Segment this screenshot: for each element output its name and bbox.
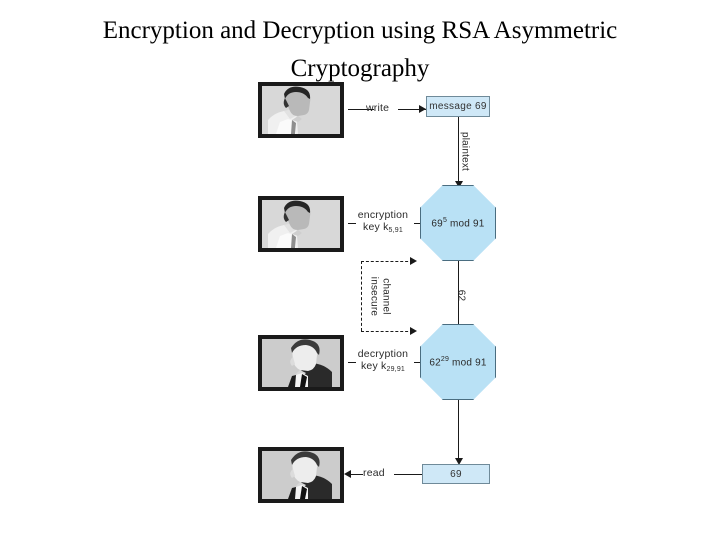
insecure-channel-top-line <box>361 261 413 262</box>
line-result-to-read <box>394 474 422 475</box>
receiver-portrait-decrypt <box>258 335 344 391</box>
person-facing-left-icon <box>262 451 340 499</box>
sender-portrait-write <box>258 82 344 138</box>
person-facing-left-icon <box>262 339 340 387</box>
page-title-line-2: Cryptography <box>290 55 430 82</box>
encryption-octagon: 695 mod 91 <box>420 185 496 261</box>
decryption-key-subscript: 29,91 <box>386 366 406 373</box>
arrowhead-to-message <box>419 105 426 113</box>
line-sender-to-enc-key <box>348 223 356 224</box>
arrowhead-channel-bottom <box>410 327 417 335</box>
decryption-key-label: decryption key k29,91 <box>352 348 414 374</box>
write-label: write <box>366 102 390 114</box>
plaintext-label: plaintext <box>459 131 471 172</box>
receiver-portrait-read <box>258 447 344 503</box>
page-title-line-1: Encryption and Decryption using RSA Asym… <box>102 17 618 44</box>
encryption-expression: 695 mod 91 <box>431 216 485 230</box>
message-box: message 69 <box>426 96 490 117</box>
person-facing-right-icon <box>262 200 340 248</box>
encryption-key-line-2: key k5,91 <box>363 221 403 234</box>
person-facing-right-icon <box>262 86 340 134</box>
line-receiver-to-dec-key <box>348 362 356 363</box>
encryption-key-line-1: encryption <box>357 209 409 221</box>
arrowhead-to-encryption <box>455 181 463 188</box>
insecure-channel-bracket <box>361 261 362 331</box>
result-box: 69 <box>422 464 490 484</box>
decryption-octagon: 6229 mod 91 <box>420 324 496 400</box>
page-title: Encryption and Decryption using RSA Asym… <box>0 12 720 82</box>
channel-label: channel <box>380 278 392 315</box>
line-read-to-receiver <box>351 474 363 475</box>
encryption-key-label: encryption key k5,91 <box>352 209 414 235</box>
line-ciphertext <box>458 261 459 329</box>
arrowhead-channel-top <box>410 257 417 265</box>
line-sender-to-write <box>348 109 374 110</box>
arrowhead-to-result <box>455 458 463 465</box>
encryption-key-subscript: 5,91 <box>388 227 403 234</box>
line-decryption-to-result <box>458 400 459 462</box>
insecure-label: insecure <box>368 276 380 317</box>
decryption-key-line-2: key k29,91 <box>360 360 406 373</box>
decryption-key-line-1: decryption <box>357 348 409 360</box>
insecure-channel-bottom-line <box>361 331 413 332</box>
read-label: read <box>363 467 385 479</box>
line-plaintext <box>458 117 459 185</box>
ciphertext-label: 62 <box>455 289 467 302</box>
line-write-to-message <box>398 109 426 110</box>
sender-portrait-encrypt <box>258 196 344 252</box>
decryption-expression: 6229 mod 91 <box>429 355 487 369</box>
arrowhead-to-receiver <box>344 470 351 478</box>
